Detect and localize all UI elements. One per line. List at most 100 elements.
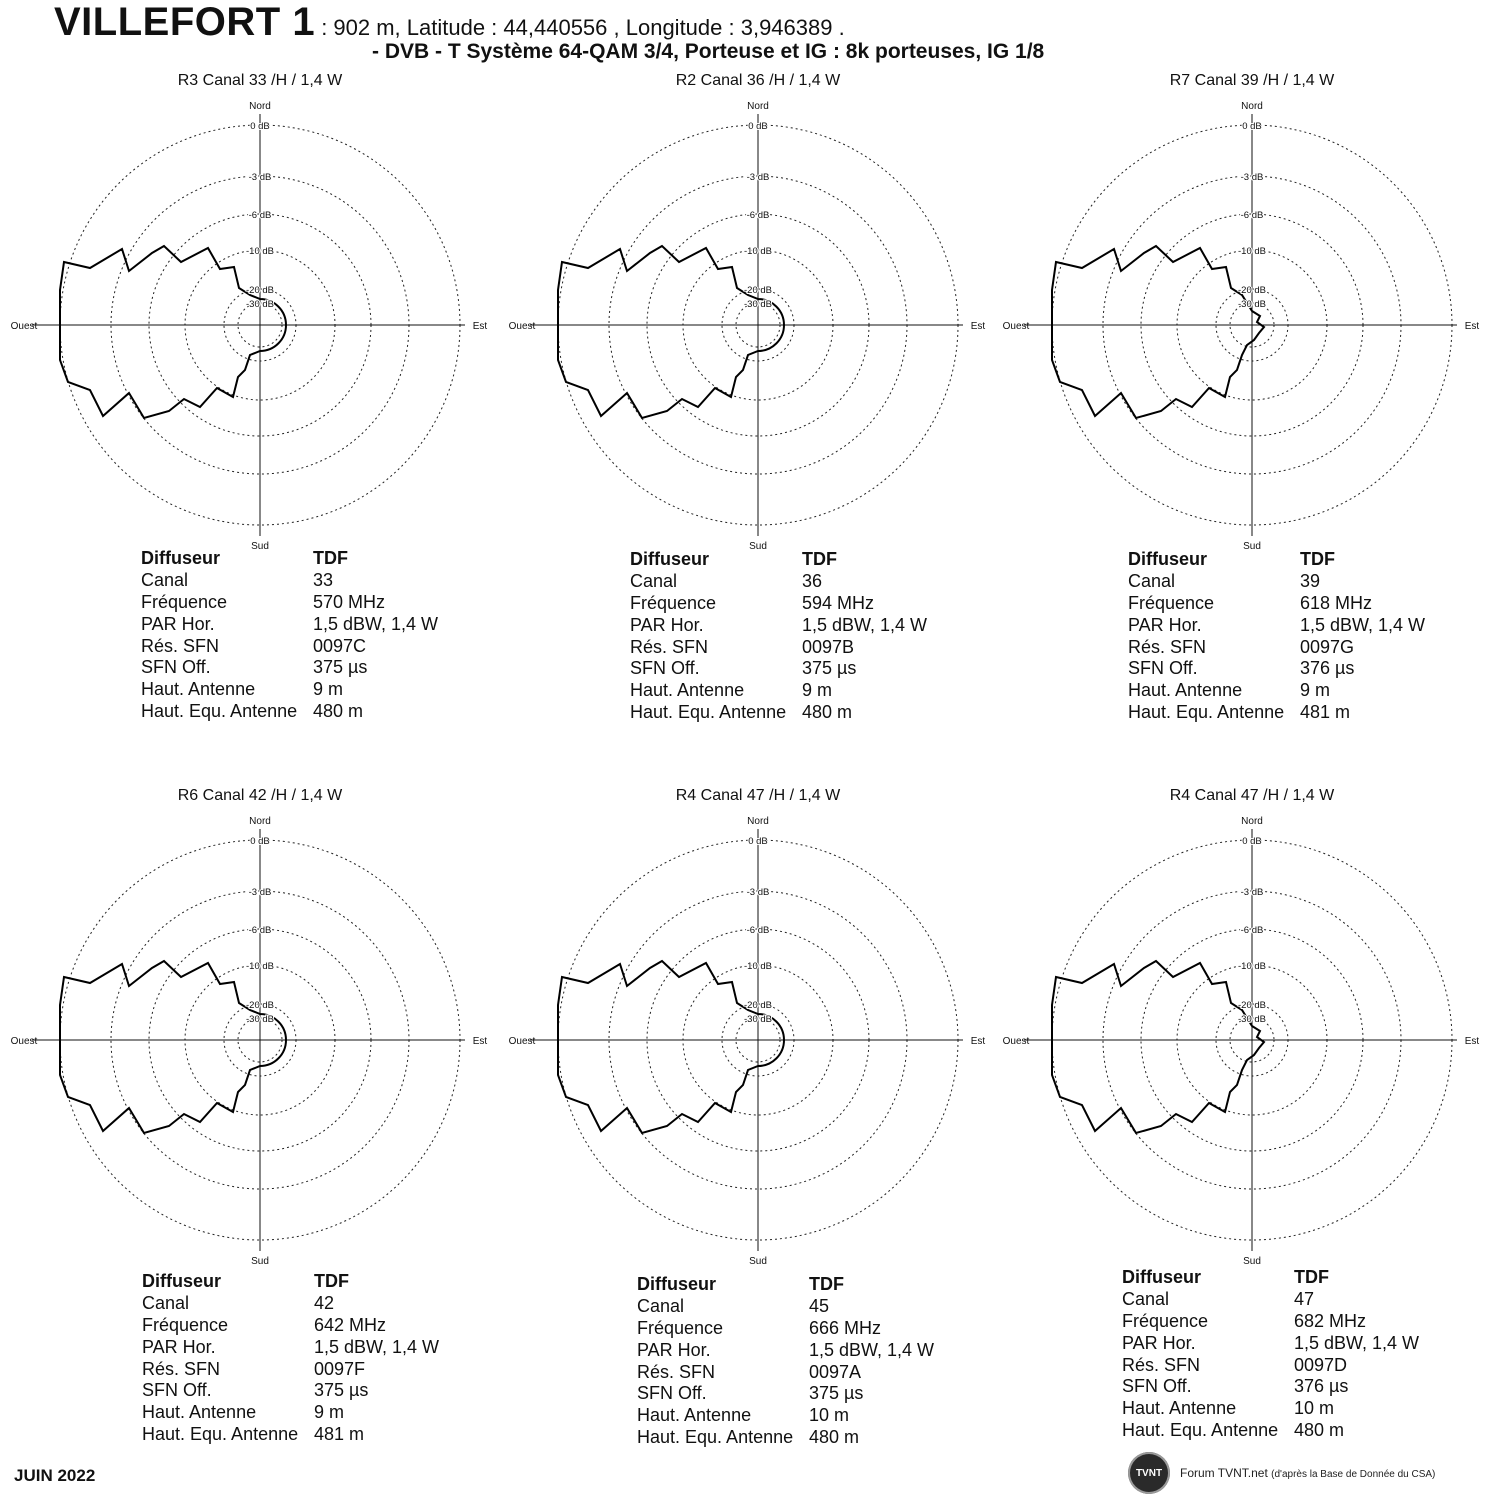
polar-diagram: 0 dB-3 dB-6 dB-10 dB-20 dB-30 dBNordSudO… (11, 816, 488, 1265)
polar-diagram: 0 dB-3 dB-6 dB-10 dB-20 dB-30 dBNordSudO… (1003, 101, 1480, 550)
ring-label: -20 dB (246, 285, 274, 296)
field-label: Canal (1128, 571, 1176, 592)
ring-label: 0 dB (250, 121, 270, 132)
field-value: 9 m (802, 680, 833, 701)
field-label: SFN Off. (1128, 658, 1198, 679)
field-label: Fréquence (1128, 592, 1215, 613)
field-value: 0097G (1300, 636, 1355, 657)
credit-link[interactable]: Forum TVNT.net (1180, 1466, 1268, 1480)
field-label: Haut. Equ. Antenne (637, 1426, 794, 1447)
field-value: 480 m (1294, 1419, 1345, 1440)
compass-west-label: Ouest (1003, 321, 1030, 332)
compass-south-label: Sud (749, 541, 767, 550)
compass-east-label: Est (1465, 321, 1480, 332)
field-label: Fréquence (1122, 1310, 1209, 1331)
ring-label: -6 dB (747, 210, 770, 221)
info-row-haut: Haut. Antenne 9 m (142, 1402, 439, 1424)
ring-label: -6 dB (747, 925, 770, 936)
field-value: 9 m (313, 679, 344, 700)
ring-label: -3 dB (1241, 887, 1264, 898)
radiation-pattern (59, 959, 287, 1135)
field-label: Rés. SFN (142, 1358, 221, 1379)
field-value: 1,5 dBW, 1,4 W (314, 1336, 440, 1357)
ring-label: -6 dB (1241, 210, 1264, 221)
field-label: SFN Off. (1122, 1376, 1192, 1397)
polar-diagram: 0 dB-3 dB-6 dB-10 dB-20 dB-30 dBNordSudO… (11, 101, 488, 550)
field-value: TDF (809, 1274, 844, 1295)
field-label: Rés. SFN (1122, 1354, 1201, 1375)
field-value: TDF (314, 1271, 349, 1292)
compass-north-label: Nord (747, 101, 769, 112)
ring-label: -3 dB (249, 172, 272, 183)
footer-credit: TVNT Forum TVNT.net (d'après la Base de … (1128, 1452, 1435, 1494)
field-label: PAR Hor. (1128, 614, 1202, 635)
field-value: 36 (802, 571, 823, 592)
info-row-par: PAR Hor. 1,5 dBW, 1,4 W (1122, 1332, 1419, 1354)
ring-label: -3 dB (249, 887, 272, 898)
field-label: Diffuseur (141, 548, 221, 569)
radiation-pattern (1051, 244, 1266, 420)
field-value: 9 m (314, 1402, 345, 1423)
info-row-haut: Haut. Antenne 9 m (141, 679, 438, 701)
panel-title: R2 Canal 36 /H / 1,4 W (675, 72, 841, 89)
field-value: 10 m (1294, 1398, 1335, 1419)
field-value: 39 (1300, 571, 1321, 592)
field-value: TDF (313, 548, 348, 569)
ring-label: -20 dB (1238, 285, 1266, 296)
panel-title: R4 Canal 47 /H / 1,4 W (1169, 787, 1335, 804)
field-label: Diffuseur (1128, 549, 1208, 570)
ring-label: -20 dB (246, 1000, 274, 1011)
field-label: PAR Hor. (637, 1339, 711, 1360)
field-label: Haut. Antenne (141, 679, 256, 700)
field-label: Haut. Equ. Antenne (1122, 1419, 1279, 1440)
field-value: 0097C (313, 635, 367, 656)
info-row-sfn: Rés. SFN 0097D (1122, 1354, 1419, 1376)
info-row-par: PAR Hor.1,5 dBW, 1,4 W (637, 1339, 934, 1361)
site-coordinates: : 902 m, Latitude : 44,440556 , Longitud… (315, 15, 845, 40)
ring-label: -30 dB (246, 1014, 274, 1025)
field-label: Canal (1122, 1289, 1170, 1310)
ring-label: -30 dB (246, 299, 274, 310)
panel-title: R7 Canal 39 /H / 1,4 W (1169, 72, 1335, 89)
field-label: Fréquence (637, 1317, 724, 1338)
tvnt-logo-icon: TVNT (1128, 1452, 1170, 1494)
radiation-pattern (59, 244, 287, 420)
ring-label: -10 dB (744, 961, 772, 972)
field-value: 0097D (1294, 1354, 1348, 1375)
field-label: Rés. SFN (1128, 636, 1207, 657)
field-value: 9 m (1300, 680, 1331, 701)
ring-label: -6 dB (1241, 925, 1264, 936)
field-value: 481 m (1300, 701, 1351, 722)
field-value: 1,5 dBW, 1,4 W (1294, 1332, 1420, 1353)
ring-label: -3 dB (1241, 172, 1264, 183)
compass-west-label: Ouest (11, 321, 38, 332)
ring-label: -10 dB (1238, 961, 1266, 972)
compass-east-label: Est (1465, 1036, 1480, 1047)
field-label: Haut. Antenne (142, 1402, 257, 1423)
field-value: 481 m (314, 1423, 365, 1444)
field-label: Haut. Equ. Antenne (141, 700, 298, 721)
info-row-haut-equ: Haut. Equ. Antenne 480 m (1122, 1420, 1419, 1442)
ring-label: -20 dB (1238, 1000, 1266, 1011)
field-label: Fréquence (630, 592, 717, 613)
compass-west-label: Ouest (1003, 1036, 1030, 1047)
info-row-sfn-off: SFN Off.375 µs (141, 657, 438, 679)
field-label: PAR Hor. (1122, 1332, 1196, 1353)
